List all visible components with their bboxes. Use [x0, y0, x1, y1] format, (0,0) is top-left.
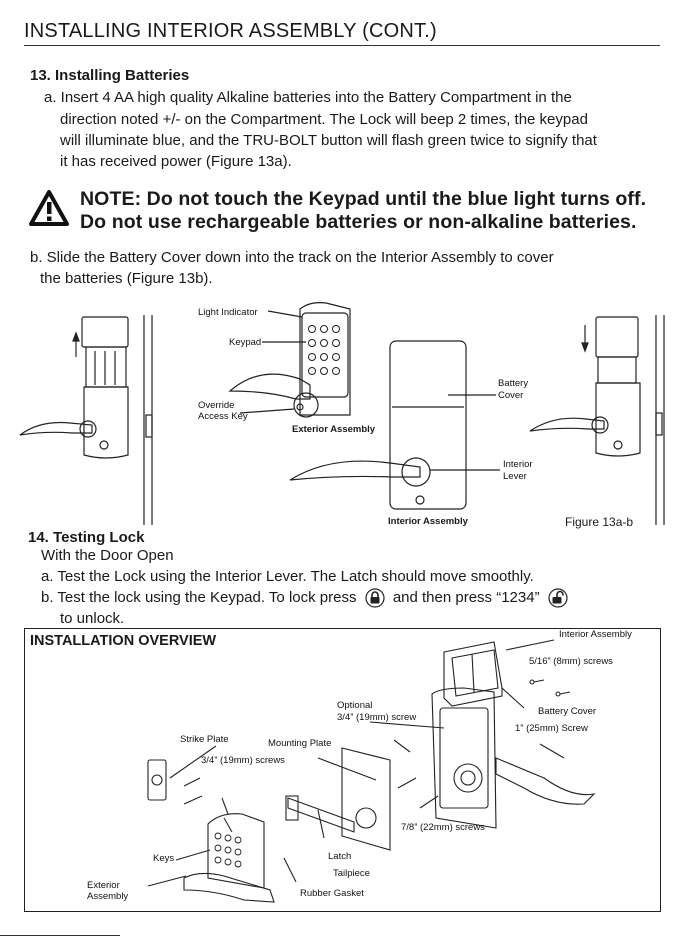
- label-override-line-1: Override: [198, 400, 235, 411]
- label-keypad: Keypad: [229, 337, 262, 348]
- header-divider: [24, 45, 660, 46]
- warning-icon: [29, 190, 69, 226]
- step-13a-line-2: direction noted +/- on the Compartment. …: [60, 111, 588, 128]
- installation-overview-title: INSTALLATION OVERVIEW: [30, 633, 217, 649]
- ov-label-screw-34-optional: 3/4” (19mm) screw: [337, 712, 417, 723]
- note-line-2: Do not use rechargeable batteries or non…: [80, 211, 637, 233]
- label-battery-line-1: Battery: [498, 378, 529, 389]
- label-light-indicator: Light Indicator: [198, 307, 258, 318]
- page-bottom-rule: [0, 935, 120, 936]
- label-exterior-assembly: Exterior Assembly: [292, 424, 376, 435]
- page-title: INSTALLING INTERIOR ASSEMBLY (CONT.): [24, 20, 437, 42]
- step-14a: a. Test the Lock using the Interior Leve…: [41, 568, 534, 585]
- label-interior-lever-line-2: Lever: [503, 471, 527, 482]
- label-interior-lever-line-1: Interior: [503, 459, 533, 470]
- step-14b-pre: b. Test the lock using the Keypad. To lo…: [41, 589, 357, 606]
- step-13b-line-1: b. Slide the Battery Cover down into the…: [30, 249, 554, 266]
- ov-label-exterior-line-1: Exterior: [87, 880, 120, 891]
- ov-label-battery-cover: Battery Cover: [538, 706, 597, 717]
- unlock-icon: [548, 588, 568, 608]
- ov-label-latch: Latch: [328, 851, 352, 862]
- ov-label-strike-plate: Strike Plate: [180, 734, 229, 745]
- label-interior-assembly: Interior Assembly: [388, 516, 468, 527]
- figure-13-illustration: [19, 302, 665, 525]
- ov-label-rubber-gasket: Rubber Gasket: [300, 888, 364, 899]
- step-13a-line-3: will illuminate blue, and the TRU-BOLT b…: [60, 132, 597, 149]
- installation-overview-diagram: [147, 639, 596, 903]
- ov-label-screw-1in: 1” (25mm) Screw: [515, 723, 588, 734]
- step-13b-line-2: the batteries (Figure 13b).: [40, 270, 213, 287]
- ov-label-mounting-plate: Mounting Plate: [268, 738, 332, 749]
- lock-icon: [365, 588, 385, 608]
- step-13-title: 13. Installing Batteries: [30, 67, 190, 84]
- installation-overview-box: [24, 628, 661, 912]
- ov-label-exterior-line-2: Assembly: [87, 891, 129, 902]
- label-battery-line-2: Cover: [498, 390, 524, 401]
- step-14b-post: to unlock.: [60, 610, 125, 627]
- step-14b: b. Test the lock using the Keypad. To lo…: [41, 587, 568, 609]
- step-13a-line-4: it has received power (Figure 13a).: [60, 153, 292, 170]
- step-13a-line-1: a. Insert 4 AA high quality Alkaline bat…: [44, 89, 572, 106]
- ov-label-interior-assembly: Interior Assembly: [559, 629, 632, 640]
- ov-label-screws-78: 7/8” (22mm) screws: [401, 822, 485, 833]
- ov-label-screws-34: 3/4” (19mm) screws: [201, 755, 285, 766]
- step-14-door-open: With the Door Open: [41, 547, 174, 564]
- ov-label-optional: Optional: [337, 700, 373, 711]
- ov-label-screws-516: 5/16” (8mm) screws: [529, 656, 613, 667]
- label-override-line-2: Access Key: [198, 411, 248, 422]
- ov-label-tailpiece: Tailpiece: [333, 868, 370, 879]
- step-14b-mid: and then press “1234”: [392, 589, 540, 606]
- ov-label-keys: Keys: [153, 853, 175, 864]
- figure-caption: Figure 13a-b: [565, 515, 634, 529]
- note-line-1: NOTE: Do not touch the Keypad until the …: [80, 188, 647, 210]
- step-14-title: 14. Testing Lock: [28, 529, 145, 546]
